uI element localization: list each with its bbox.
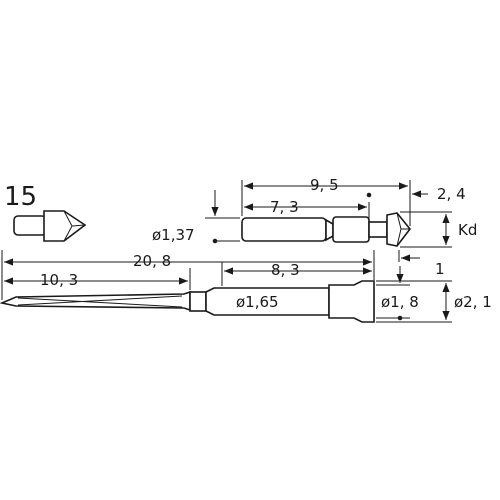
- head-style-icon: [13, 210, 87, 242]
- barrel-part: [0, 280, 375, 323]
- tip-length-label: 10, 3: [40, 271, 78, 289]
- collar-diameter-dot: [397, 315, 403, 321]
- head-diameter-label: Kd: [458, 221, 477, 239]
- head-style-number: 15: [4, 182, 37, 212]
- plunger-length-label: 9, 5: [310, 176, 339, 194]
- reference-dot: [366, 192, 372, 198]
- shaft-length-label: 7, 3: [270, 198, 299, 216]
- head-offset-label: 2, 4: [437, 185, 466, 203]
- barrel-inner-diameter-label: ø1,65: [236, 293, 279, 311]
- barrel-outer-diameter-label: ø2, 1: [454, 293, 492, 311]
- plunger-part: [241, 212, 412, 247]
- collar-diameter-label: ø1, 8: [381, 293, 419, 311]
- overall-length-label: 20, 8: [133, 252, 171, 270]
- plunger-diameter-label: ø1,37: [152, 226, 195, 244]
- head-stroke-label: 1: [435, 260, 445, 278]
- barrel-length-label: 8, 3: [271, 261, 300, 279]
